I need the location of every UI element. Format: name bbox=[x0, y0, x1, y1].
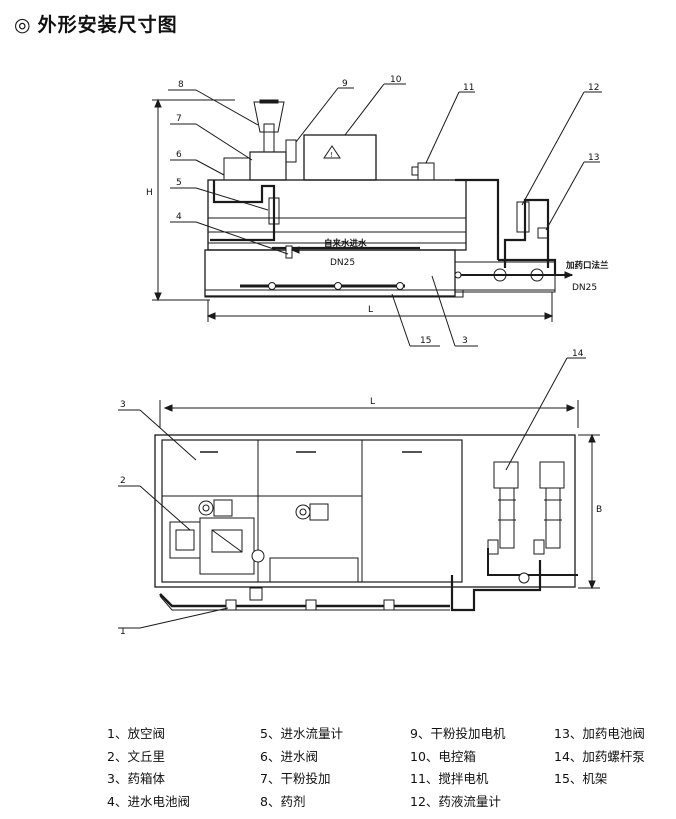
title-text: 外形安装尺寸图 bbox=[37, 14, 178, 36]
callout-10: 10 bbox=[390, 75, 402, 85]
callout-12: 12 bbox=[588, 83, 599, 93]
callout-8: 8 bbox=[178, 80, 184, 90]
top-dim-l-label: L bbox=[370, 397, 375, 407]
dim-l-label: L bbox=[368, 305, 373, 315]
callout-9: 9 bbox=[342, 79, 348, 89]
flowmeter bbox=[516, 201, 530, 233]
top-dim-b-label: B bbox=[596, 505, 602, 515]
callout-4: 4 bbox=[176, 212, 182, 222]
top-frame bbox=[154, 434, 576, 588]
front-view: H L ! bbox=[146, 75, 609, 347]
hopper bbox=[253, 101, 285, 133]
venturi bbox=[169, 521, 201, 559]
callout-5: 5 bbox=[176, 178, 182, 188]
powder-feeder bbox=[249, 151, 287, 181]
dosing-valve bbox=[537, 227, 549, 239]
dim-h-label: H bbox=[146, 188, 153, 198]
frame-rail bbox=[204, 289, 464, 298]
control-box bbox=[303, 134, 377, 181]
top-view: L B bbox=[118, 349, 602, 637]
circle-bullet-icon: ◎ bbox=[14, 14, 32, 36]
outlet-label: 加药口法兰 bbox=[565, 260, 609, 271]
callout-3: 3 bbox=[462, 336, 468, 346]
callout-11: 11 bbox=[463, 83, 474, 93]
callout-13: 13 bbox=[588, 153, 599, 163]
callout-3-top: 3 bbox=[120, 400, 126, 410]
inlet-label: 自来水进水 bbox=[324, 238, 367, 249]
callout-14: 14 bbox=[572, 349, 584, 359]
callout-2: 2 bbox=[120, 476, 126, 486]
front-callouts bbox=[168, 83, 602, 347]
venturi-box bbox=[199, 517, 255, 575]
callout-6: 6 bbox=[176, 150, 182, 160]
page-title: ◎外形安装尺寸图 bbox=[14, 10, 178, 37]
outlet-size: DN25 bbox=[572, 283, 597, 293]
callout-7: 7 bbox=[176, 114, 182, 124]
base-frame bbox=[204, 249, 456, 297]
svg-text:!: ! bbox=[330, 151, 333, 159]
callout-15: 15 bbox=[420, 336, 431, 346]
screw-pumps bbox=[487, 461, 565, 555]
warning-triangle-icon bbox=[323, 145, 341, 159]
callout-1: 1 bbox=[120, 627, 126, 637]
inlet-size: DN25 bbox=[330, 258, 355, 268]
inlet-valve-box bbox=[223, 157, 251, 181]
mixer-motor bbox=[417, 162, 435, 181]
